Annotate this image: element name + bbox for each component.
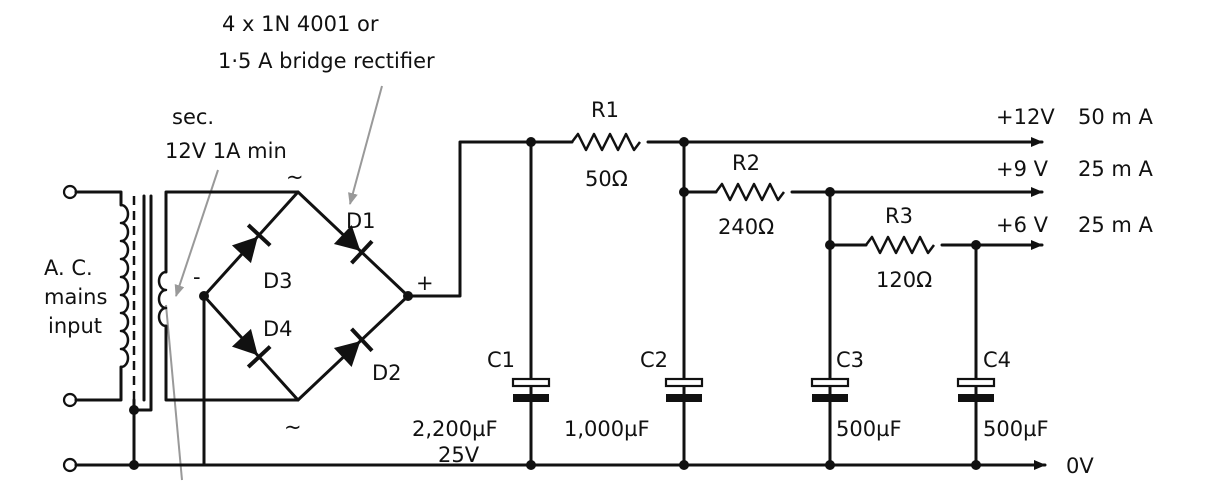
out-9v-current: 25 m A (1078, 157, 1154, 181)
rectifier-note-line1: 4 x 1N 4001 or (222, 12, 379, 36)
capacitor-c1 (511, 377, 551, 402)
secondary-winding (157, 270, 168, 328)
c2-value: 1,000µF (564, 417, 650, 441)
bridge-outline (202, 190, 410, 402)
resistor-r1 (571, 132, 641, 152)
secondary-wire-top (164, 190, 300, 274)
bridge-rectifier (202, 190, 410, 402)
out-12v-current: 50 m A (1078, 105, 1154, 129)
junction-c3-top (825, 187, 835, 197)
resistor-r3 (865, 235, 935, 255)
junction-r2-in (679, 187, 689, 197)
junction-c4-top (971, 240, 981, 250)
diode-d2 (333, 327, 374, 368)
primary-wire-bottom (74, 370, 123, 402)
mains-label-line3: input (48, 314, 102, 338)
out-12v-voltage: +12V (996, 105, 1055, 129)
core-to-earth (132, 398, 153, 412)
capacitor-c3 (810, 377, 850, 402)
junction-core-screen (129, 405, 139, 415)
r1-value: 50Ω (585, 167, 628, 191)
r2-label: R2 (732, 151, 760, 175)
d1-label: D1 (346, 209, 376, 233)
out-6v-voltage: +6 V (996, 213, 1049, 237)
junction-c1-top (526, 137, 536, 147)
out-6v-current: 25 m A (1078, 213, 1154, 237)
r3-label: R3 (885, 204, 913, 228)
c4-value: 500µF (983, 417, 1049, 441)
mains-label-line2: mains (44, 285, 107, 309)
transformer (119, 194, 168, 467)
resistor-r2 (715, 182, 785, 202)
junction-r3-in (825, 240, 835, 250)
ac-input-symbol-top: ~ (286, 165, 304, 189)
mains-terminals (62, 184, 78, 473)
primary-winding (119, 203, 130, 369)
ac-input-symbol-bottom: ~ (284, 415, 302, 439)
junction-c3-bottom (825, 460, 835, 470)
c3-value: 500µF (836, 417, 902, 441)
ground-rail (202, 294, 1047, 470)
junction-earth (129, 460, 139, 470)
c1-value: 2,200µF (412, 417, 498, 441)
d4-label: D4 (263, 317, 293, 341)
r1-label: R1 (591, 98, 619, 122)
junction-c1-bottom (526, 460, 536, 470)
bridge-minus-label: - (193, 265, 201, 289)
diode-d1 (333, 224, 374, 265)
d3-label: D3 (263, 269, 293, 293)
capacitor-c4 (956, 377, 996, 402)
r2-value: 240Ω (718, 215, 774, 239)
secondary-note-line1: sec. (172, 105, 214, 129)
diode-d3 (231, 223, 272, 264)
mains-terminal-top (62, 184, 78, 200)
primary-wire-top (74, 190, 123, 207)
secondary-note-line2: 12V 1A min (165, 139, 287, 163)
r3-value: 120Ω (876, 268, 932, 292)
c2-label: C2 (640, 348, 668, 372)
d2-label: D2 (372, 361, 402, 385)
rectifier-output-wire (406, 140, 574, 298)
out-9v-voltage: +9 V (996, 157, 1049, 181)
secondary-wire-bottom (164, 324, 300, 402)
c1-label: C1 (487, 348, 515, 372)
c1-voltage: 25V (438, 443, 480, 467)
junction-c2-top (679, 137, 689, 147)
earth-terminal (62, 457, 78, 473)
junction-c2-bottom (679, 460, 689, 470)
secondary-pointer-tail (165, 304, 183, 481)
bridge-plus-label: + (416, 271, 434, 295)
ground-label: 0V (1066, 454, 1094, 478)
c3-label: C3 (836, 348, 864, 372)
diode-d4 (231, 328, 272, 369)
capacitor-c2 (664, 377, 704, 402)
rectifier-note-line2: 1·5 A bridge rectifier (218, 49, 435, 73)
junction-c4-bottom (971, 460, 981, 470)
rectifier-pointer-arrow (348, 85, 383, 205)
mains-terminal-bottom (62, 392, 78, 408)
c4-label: C4 (983, 348, 1011, 372)
mains-label-line1: A. C. (44, 256, 93, 280)
